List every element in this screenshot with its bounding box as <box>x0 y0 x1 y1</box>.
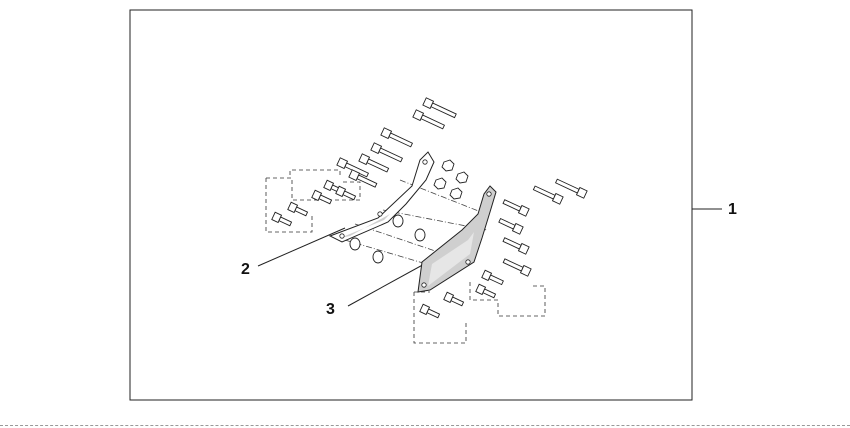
callout-2: 2 <box>241 261 250 278</box>
leader-line-3 <box>347 261 429 307</box>
flange-nuts <box>433 159 469 200</box>
washers <box>349 214 426 264</box>
short-bolts-left <box>271 179 357 227</box>
left-bracket <box>328 151 435 243</box>
right-bracket <box>417 185 497 293</box>
long-bolts-left <box>336 97 457 188</box>
bolts-right <box>498 178 588 277</box>
page-divider <box>0 425 850 426</box>
hardware-group-boxes <box>265 169 546 344</box>
callout-3: 3 <box>326 301 335 318</box>
kit-frame <box>129 9 693 401</box>
leader-line-2 <box>257 227 346 267</box>
callout-1: 1 <box>728 201 737 218</box>
short-bolts-lower <box>419 269 504 319</box>
